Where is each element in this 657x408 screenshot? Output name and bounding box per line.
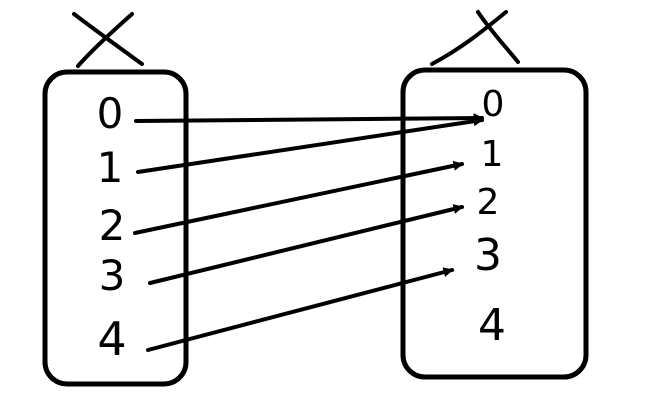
domain-item-1: 1	[97, 143, 124, 192]
mapping-arrows	[133, 113, 484, 352]
codomain-box	[400, 67, 589, 380]
domain-label: X	[72, 12, 144, 68]
codomain-item-3: 3	[474, 230, 502, 281]
codomain-item-4: 4	[478, 300, 506, 351]
arrow-2-to-1	[133, 160, 464, 235]
arrow-1-to-0	[136, 116, 484, 174]
domain-set: X 0 1 2 3 4	[42, 12, 189, 387]
domain-item-4: 4	[97, 312, 126, 366]
domain-item-2: 2	[99, 201, 126, 250]
codomain-label: X	[430, 10, 520, 66]
domain-item-0: 0	[97, 89, 124, 138]
arrow-3-to-2	[148, 204, 464, 285]
arrow-4-to-3	[146, 267, 454, 352]
arrow-0-to-0	[134, 113, 484, 124]
domain-item-3: 3	[99, 251, 126, 300]
domain-box	[42, 69, 189, 387]
codomain-set: X 0 1 2 3 4	[400, 10, 589, 380]
codomain-item-1: 1	[481, 134, 504, 175]
codomain-item-2: 2	[477, 182, 500, 223]
codomain-item-0: 0	[482, 84, 505, 125]
